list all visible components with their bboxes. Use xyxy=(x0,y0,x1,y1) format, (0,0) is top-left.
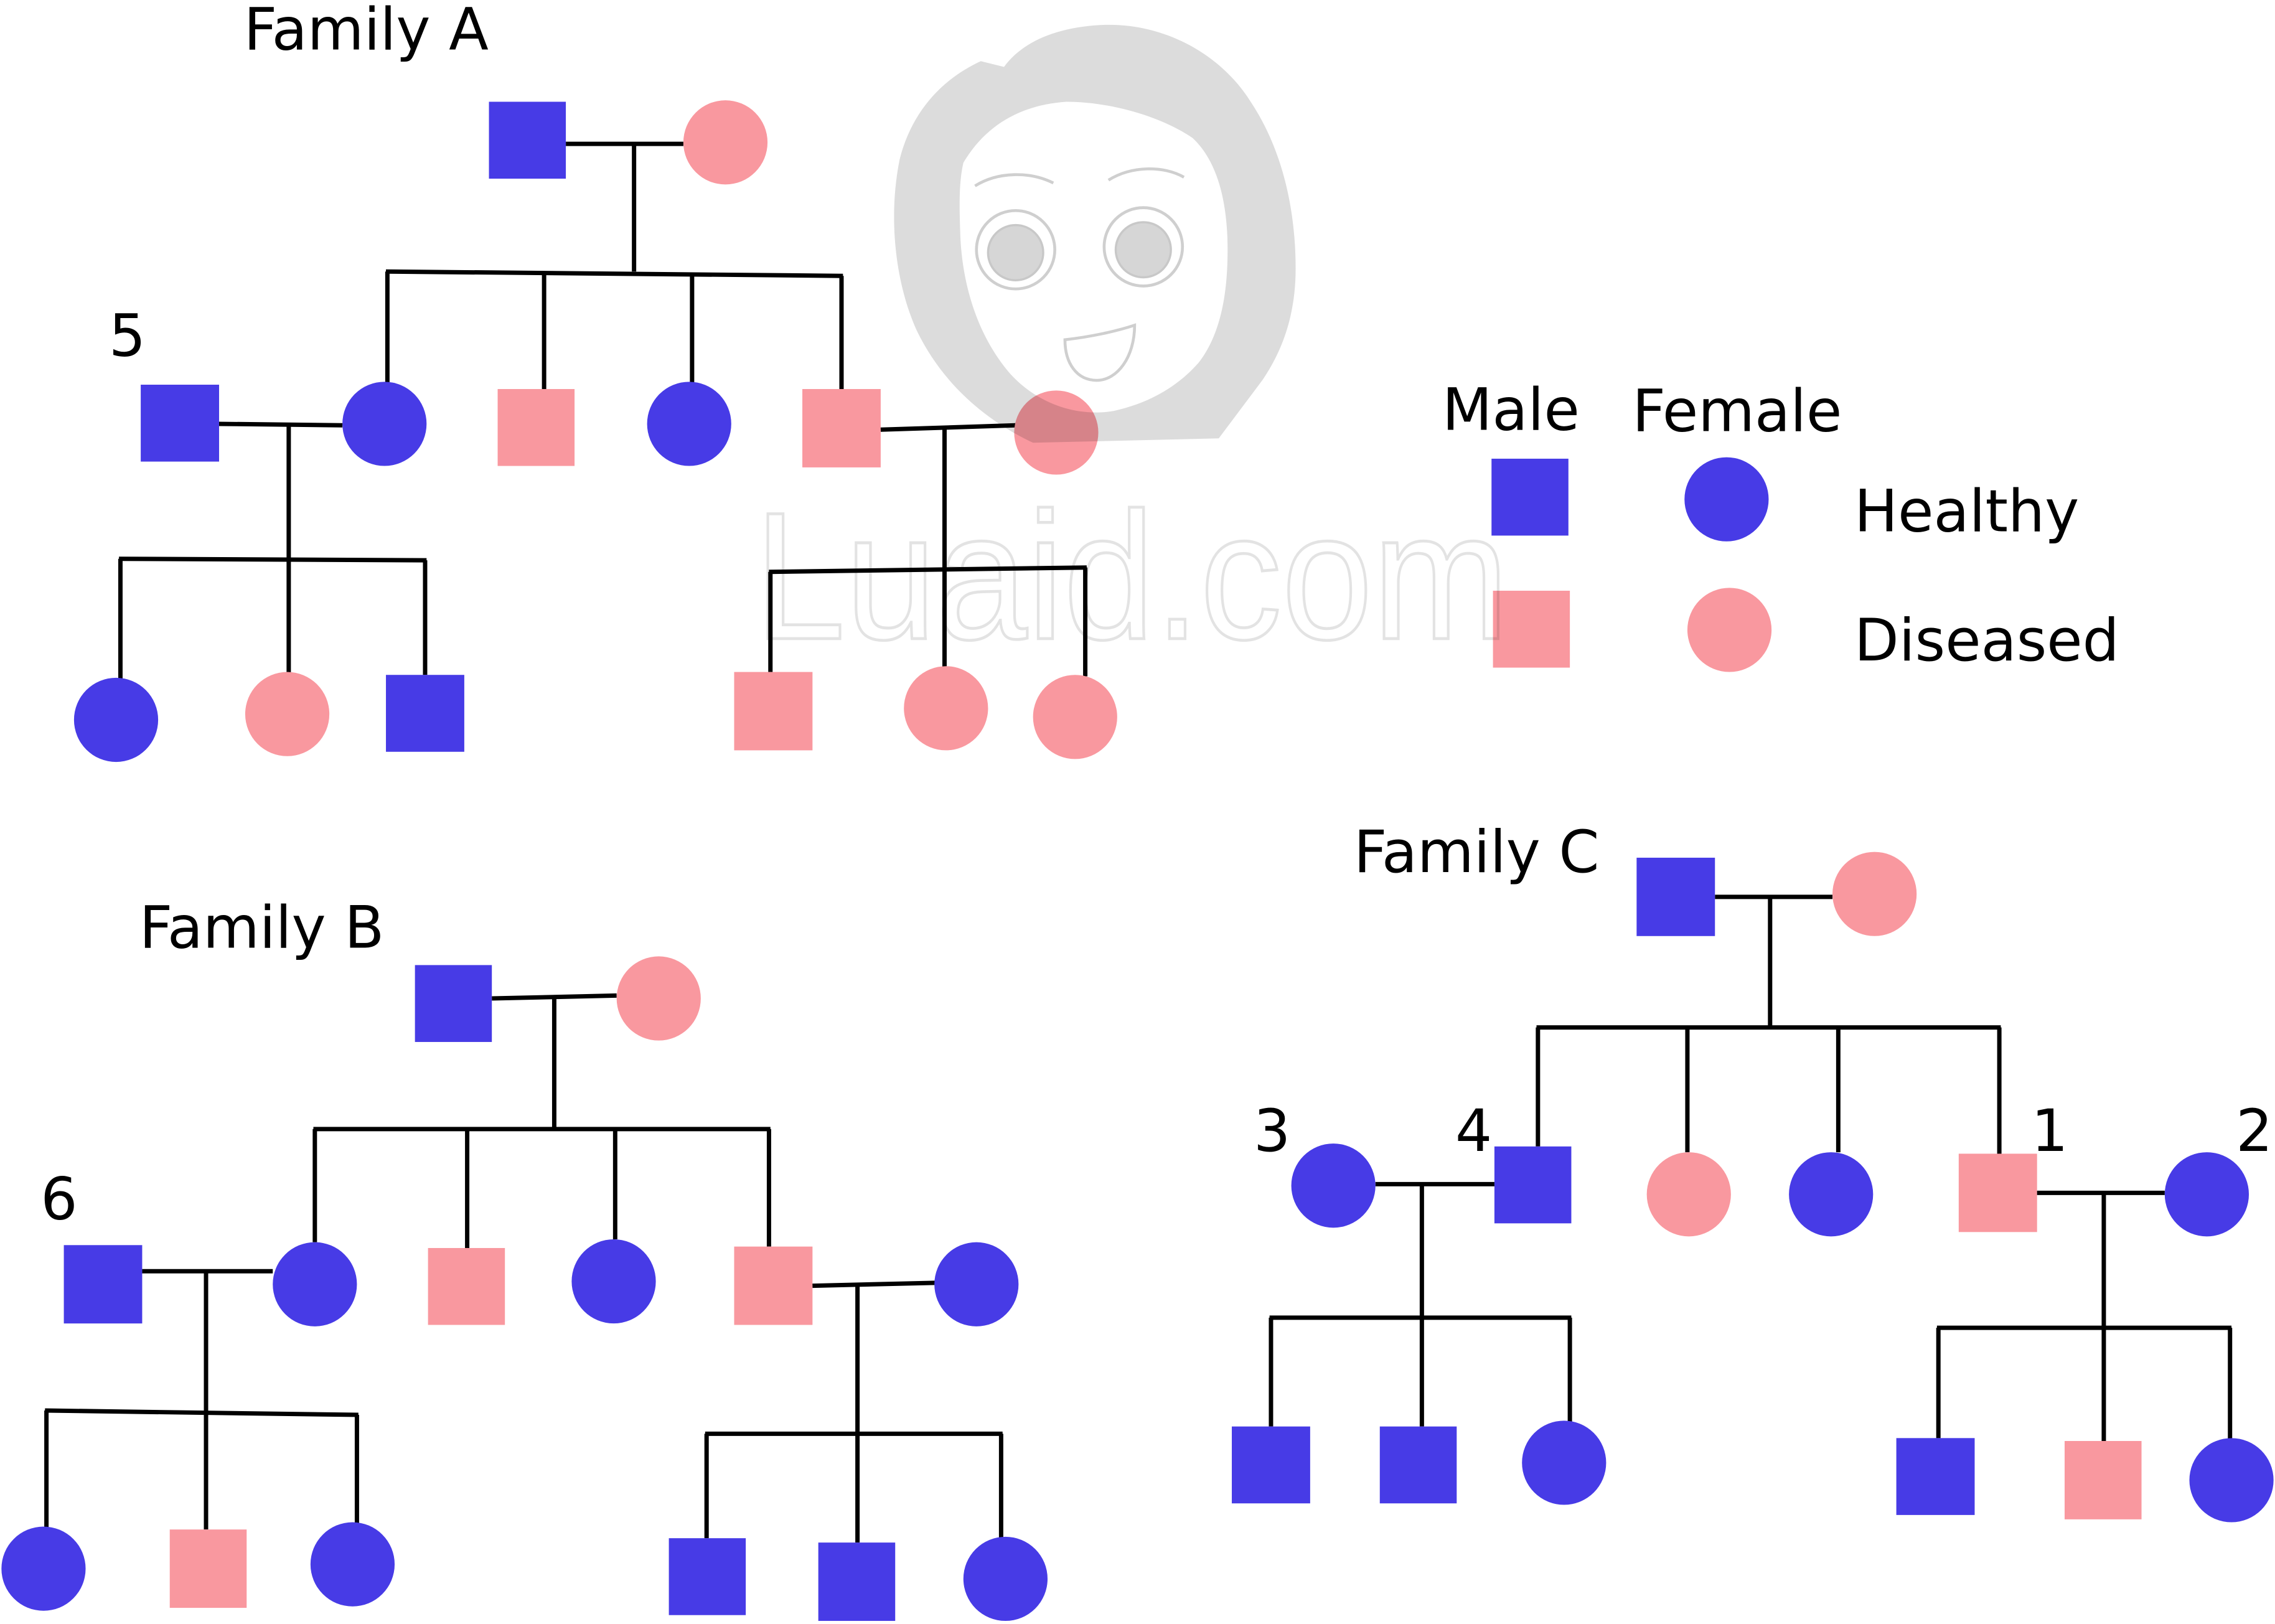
individual-number-4: 4 xyxy=(1455,1097,1492,1165)
family-a-left-sibship-line xyxy=(119,556,427,563)
legend-healthy-female-circle xyxy=(1684,457,1769,542)
legend-diseased-male-square xyxy=(1493,591,1570,668)
family-a-label: Family A xyxy=(244,0,489,63)
family-a-father-square xyxy=(489,101,566,179)
family-c-left-gc-3-circle xyxy=(1522,1420,1607,1505)
watermark-left-eyebrow xyxy=(974,173,1054,187)
legend-female-header: Female xyxy=(1632,377,1842,445)
family-b-left-gc-3-circle xyxy=(310,1522,395,1607)
watermark-mouth xyxy=(1063,323,1137,382)
family-a: Family A 5 xyxy=(73,0,1117,763)
individual-number-1: 1 xyxy=(2031,1097,2068,1165)
watermark-right-iris xyxy=(1114,221,1172,279)
family-a-son-2-square xyxy=(802,389,881,467)
family-c-daughter-2-circle xyxy=(1789,1152,1874,1237)
family-b-right-gc-1-square xyxy=(668,1538,746,1615)
legend-diseased-female-circle xyxy=(1687,588,1772,672)
legend-diseased-label: Diseased xyxy=(1854,606,2119,674)
family-a-spouse-5-square xyxy=(141,385,219,462)
family-b: Family B 6 xyxy=(1,893,1048,1622)
family-b-right-gc-2-square xyxy=(818,1542,896,1622)
family-c-left-gc-2-square xyxy=(1379,1426,1457,1504)
family-c-son-1-square xyxy=(1958,1153,2037,1232)
family-c: Family C 4 1 3 2 xyxy=(1232,818,2274,1523)
watermark-face-logo xyxy=(894,24,1296,443)
family-b-daughter-1-circle xyxy=(273,1242,357,1326)
watermark-right-eyebrow xyxy=(1107,167,1185,182)
family-a-right-gc-3-circle xyxy=(1033,675,1117,759)
watermark-face xyxy=(959,101,1228,413)
family-a-right-sibship-line xyxy=(769,565,1087,575)
individual-number-2: 2 xyxy=(2236,1097,2273,1165)
watermark-right-eye xyxy=(1102,206,1184,288)
family-a-sibship-line xyxy=(386,269,843,278)
legend: Male Female Healthy Diseased xyxy=(1442,375,2119,674)
family-c-label: Family C xyxy=(1354,818,1600,886)
family-b-label: Family B xyxy=(139,893,385,961)
legend-healthy-male-square xyxy=(1491,458,1569,536)
family-c-daughter-1-circle xyxy=(1646,1152,1731,1237)
watermark: Luaid.com xyxy=(753,24,1511,678)
family-b-spouse-6-square xyxy=(63,1245,143,1324)
family-a-daughter-2-circle xyxy=(647,382,731,466)
family-c-right-gc-1-square xyxy=(1896,1438,1975,1515)
family-b-right-marriage-line xyxy=(812,1280,936,1288)
family-b-right-gc-3-circle xyxy=(963,1536,1048,1622)
family-c-spouse-3-circle xyxy=(1291,1143,1376,1228)
family-a-mother-circle xyxy=(683,100,768,185)
family-c-right-gc-3-circle xyxy=(2189,1438,2274,1523)
family-a-left-gc-2-circle xyxy=(245,672,330,756)
family-a-left-marriage-line xyxy=(218,421,343,428)
individual-number-6: 6 xyxy=(40,1165,77,1232)
family-c-spouse-2-circle xyxy=(2164,1152,2249,1237)
family-a-right-marriage-line xyxy=(880,423,1016,432)
family-a-left-gc-1-circle xyxy=(73,677,159,763)
family-b-son-2-square xyxy=(734,1246,813,1325)
family-b-son-1-square xyxy=(428,1247,505,1325)
family-c-father-square xyxy=(1636,857,1715,936)
family-b-right-spouse-circle xyxy=(934,1242,1019,1326)
family-a-son-1-square xyxy=(497,389,575,466)
family-c-son-4-square xyxy=(1494,1146,1572,1224)
family-b-left-gc-2-square xyxy=(169,1529,247,1608)
family-b-mother-circle xyxy=(616,956,701,1041)
family-c-right-gc-2-square xyxy=(2065,1440,2142,1519)
family-b-left-sibship-line xyxy=(45,1408,359,1417)
family-a-daughter-1-circle xyxy=(342,382,427,466)
watermark-left-eye xyxy=(975,209,1056,291)
watermark-text: Luaid.com xyxy=(754,474,1509,677)
legend-healthy-label: Healthy xyxy=(1854,477,2079,545)
family-a-right-gc-2-circle xyxy=(904,666,988,751)
family-b-father-square xyxy=(415,965,492,1042)
family-b-parents-marriage-line xyxy=(492,993,617,1001)
family-a-left-gc-3-square xyxy=(386,675,464,752)
individual-number-3: 3 xyxy=(1254,1097,1290,1165)
family-c-left-gc-1-square xyxy=(1232,1426,1310,1504)
family-c-mother-circle xyxy=(1832,852,1917,936)
family-b-daughter-2-circle xyxy=(571,1239,656,1324)
individual-number-5: 5 xyxy=(109,301,146,369)
family-b-left-gc-1-circle xyxy=(1,1526,86,1611)
watermark-left-iris xyxy=(987,223,1044,281)
family-a-right-gc-1-square xyxy=(734,672,813,751)
legend-male-header: Male xyxy=(1442,375,1580,443)
